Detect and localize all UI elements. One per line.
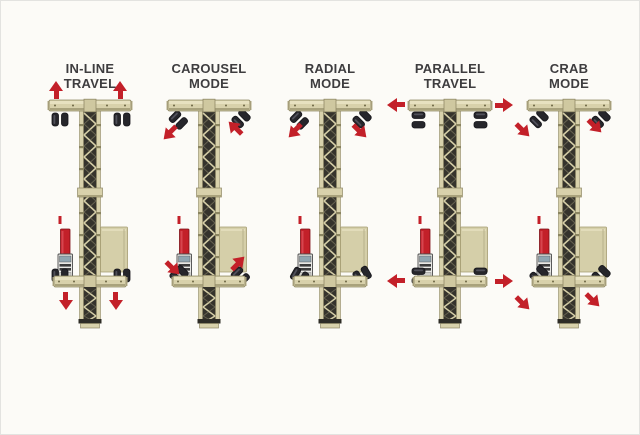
red-power-pack	[300, 228, 311, 257]
tail-mast	[197, 286, 221, 329]
tail-mast	[318, 286, 342, 329]
red-power-pack	[539, 228, 550, 257]
mode-title: RADIAL MODE	[268, 61, 392, 91]
side-panel	[100, 226, 128, 273]
red-marker	[418, 216, 422, 224]
rear-crossbeam	[292, 274, 368, 288]
mode-title-line1: CAROUSEL	[171, 61, 247, 76]
drill-rig-top-view	[526, 98, 612, 329]
mode-title-line1: CRAB	[549, 61, 589, 76]
mode-title: CRAB MODE	[507, 61, 631, 91]
red-marker	[177, 216, 181, 224]
red-power-pack	[420, 228, 431, 257]
tail-mast	[78, 286, 102, 329]
front-crossbeam	[166, 98, 252, 113]
side-panel	[579, 226, 607, 273]
side-panel	[219, 226, 247, 273]
mode-title-line2: MODE	[189, 75, 229, 91]
wheel-front-left-icon	[529, 109, 549, 129]
wheel-front-left-icon	[289, 110, 309, 130]
mode-title-line2: TRAVEL	[63, 75, 117, 91]
wheel-front-left-icon	[411, 111, 426, 129]
mast-collar	[77, 187, 103, 198]
mode-title-line2: MODE	[549, 75, 589, 91]
front-crossbeam	[407, 98, 493, 113]
rear-crossbeam	[171, 274, 247, 288]
machine-illustration	[507, 76, 631, 336]
side-panel	[340, 226, 368, 273]
mode-title: IN-LINE TRAVEL	[28, 61, 152, 91]
front-crossbeam	[287, 98, 373, 113]
machine-illustration	[28, 76, 152, 336]
front-crossbeam	[47, 98, 133, 113]
drill-rig-top-view	[166, 98, 252, 329]
front-crossbeam	[526, 98, 612, 113]
mode-column-in-line-travel: IN-LINE TRAVEL	[28, 58, 152, 358]
mode-title-line2: MODE	[310, 75, 350, 91]
tail-mast	[438, 286, 462, 329]
red-power-pack	[60, 228, 71, 257]
drill-rig-top-view	[407, 98, 493, 329]
wheel-front-right-icon	[473, 111, 488, 129]
wheel-front-right-icon	[231, 109, 251, 129]
mode-title-line1: RADIAL	[304, 61, 356, 76]
rear-crossbeam	[52, 274, 128, 288]
mast-collar	[437, 187, 463, 198]
red-marker	[537, 216, 541, 224]
wheel-front-left-icon	[51, 112, 69, 127]
wheel-front-right-icon	[352, 109, 372, 129]
machine-illustration	[387, 76, 513, 336]
machine-illustration	[268, 76, 392, 336]
rear-crossbeam	[531, 274, 607, 288]
mast-collar	[317, 187, 343, 198]
mast-collar	[556, 187, 582, 198]
machine-illustration	[147, 76, 271, 336]
red-power-pack	[179, 228, 190, 257]
drill-rig-top-view	[287, 98, 373, 329]
rear-crossbeam	[412, 274, 488, 288]
side-panel	[460, 226, 488, 273]
mode-column-radial-mode: RADIAL MODE	[268, 58, 392, 358]
mode-title: PARALLEL TRAVEL	[388, 61, 512, 91]
mast-collar	[196, 187, 222, 198]
mode-title-line1: IN-LINE	[65, 61, 115, 76]
wheel-front-left-icon	[168, 110, 188, 130]
drill-rig-top-view	[47, 98, 133, 329]
wheel-front-right-icon	[591, 109, 611, 129]
red-marker	[298, 216, 302, 224]
red-marker	[58, 216, 62, 224]
mode-title-line2: TRAVEL	[423, 75, 477, 91]
tail-mast	[557, 286, 581, 329]
mode-column-crab-mode: CRAB MODE	[507, 58, 631, 358]
mode-column-parallel-travel: PARALLEL TRAVEL	[387, 58, 513, 358]
wheel-front-right-icon	[113, 112, 131, 127]
mode-column-carousel-mode: CAROUSEL MODE	[147, 58, 271, 358]
mode-title-line1: PARALLEL	[414, 61, 486, 76]
mode-title: CAROUSEL MODE	[147, 61, 271, 91]
